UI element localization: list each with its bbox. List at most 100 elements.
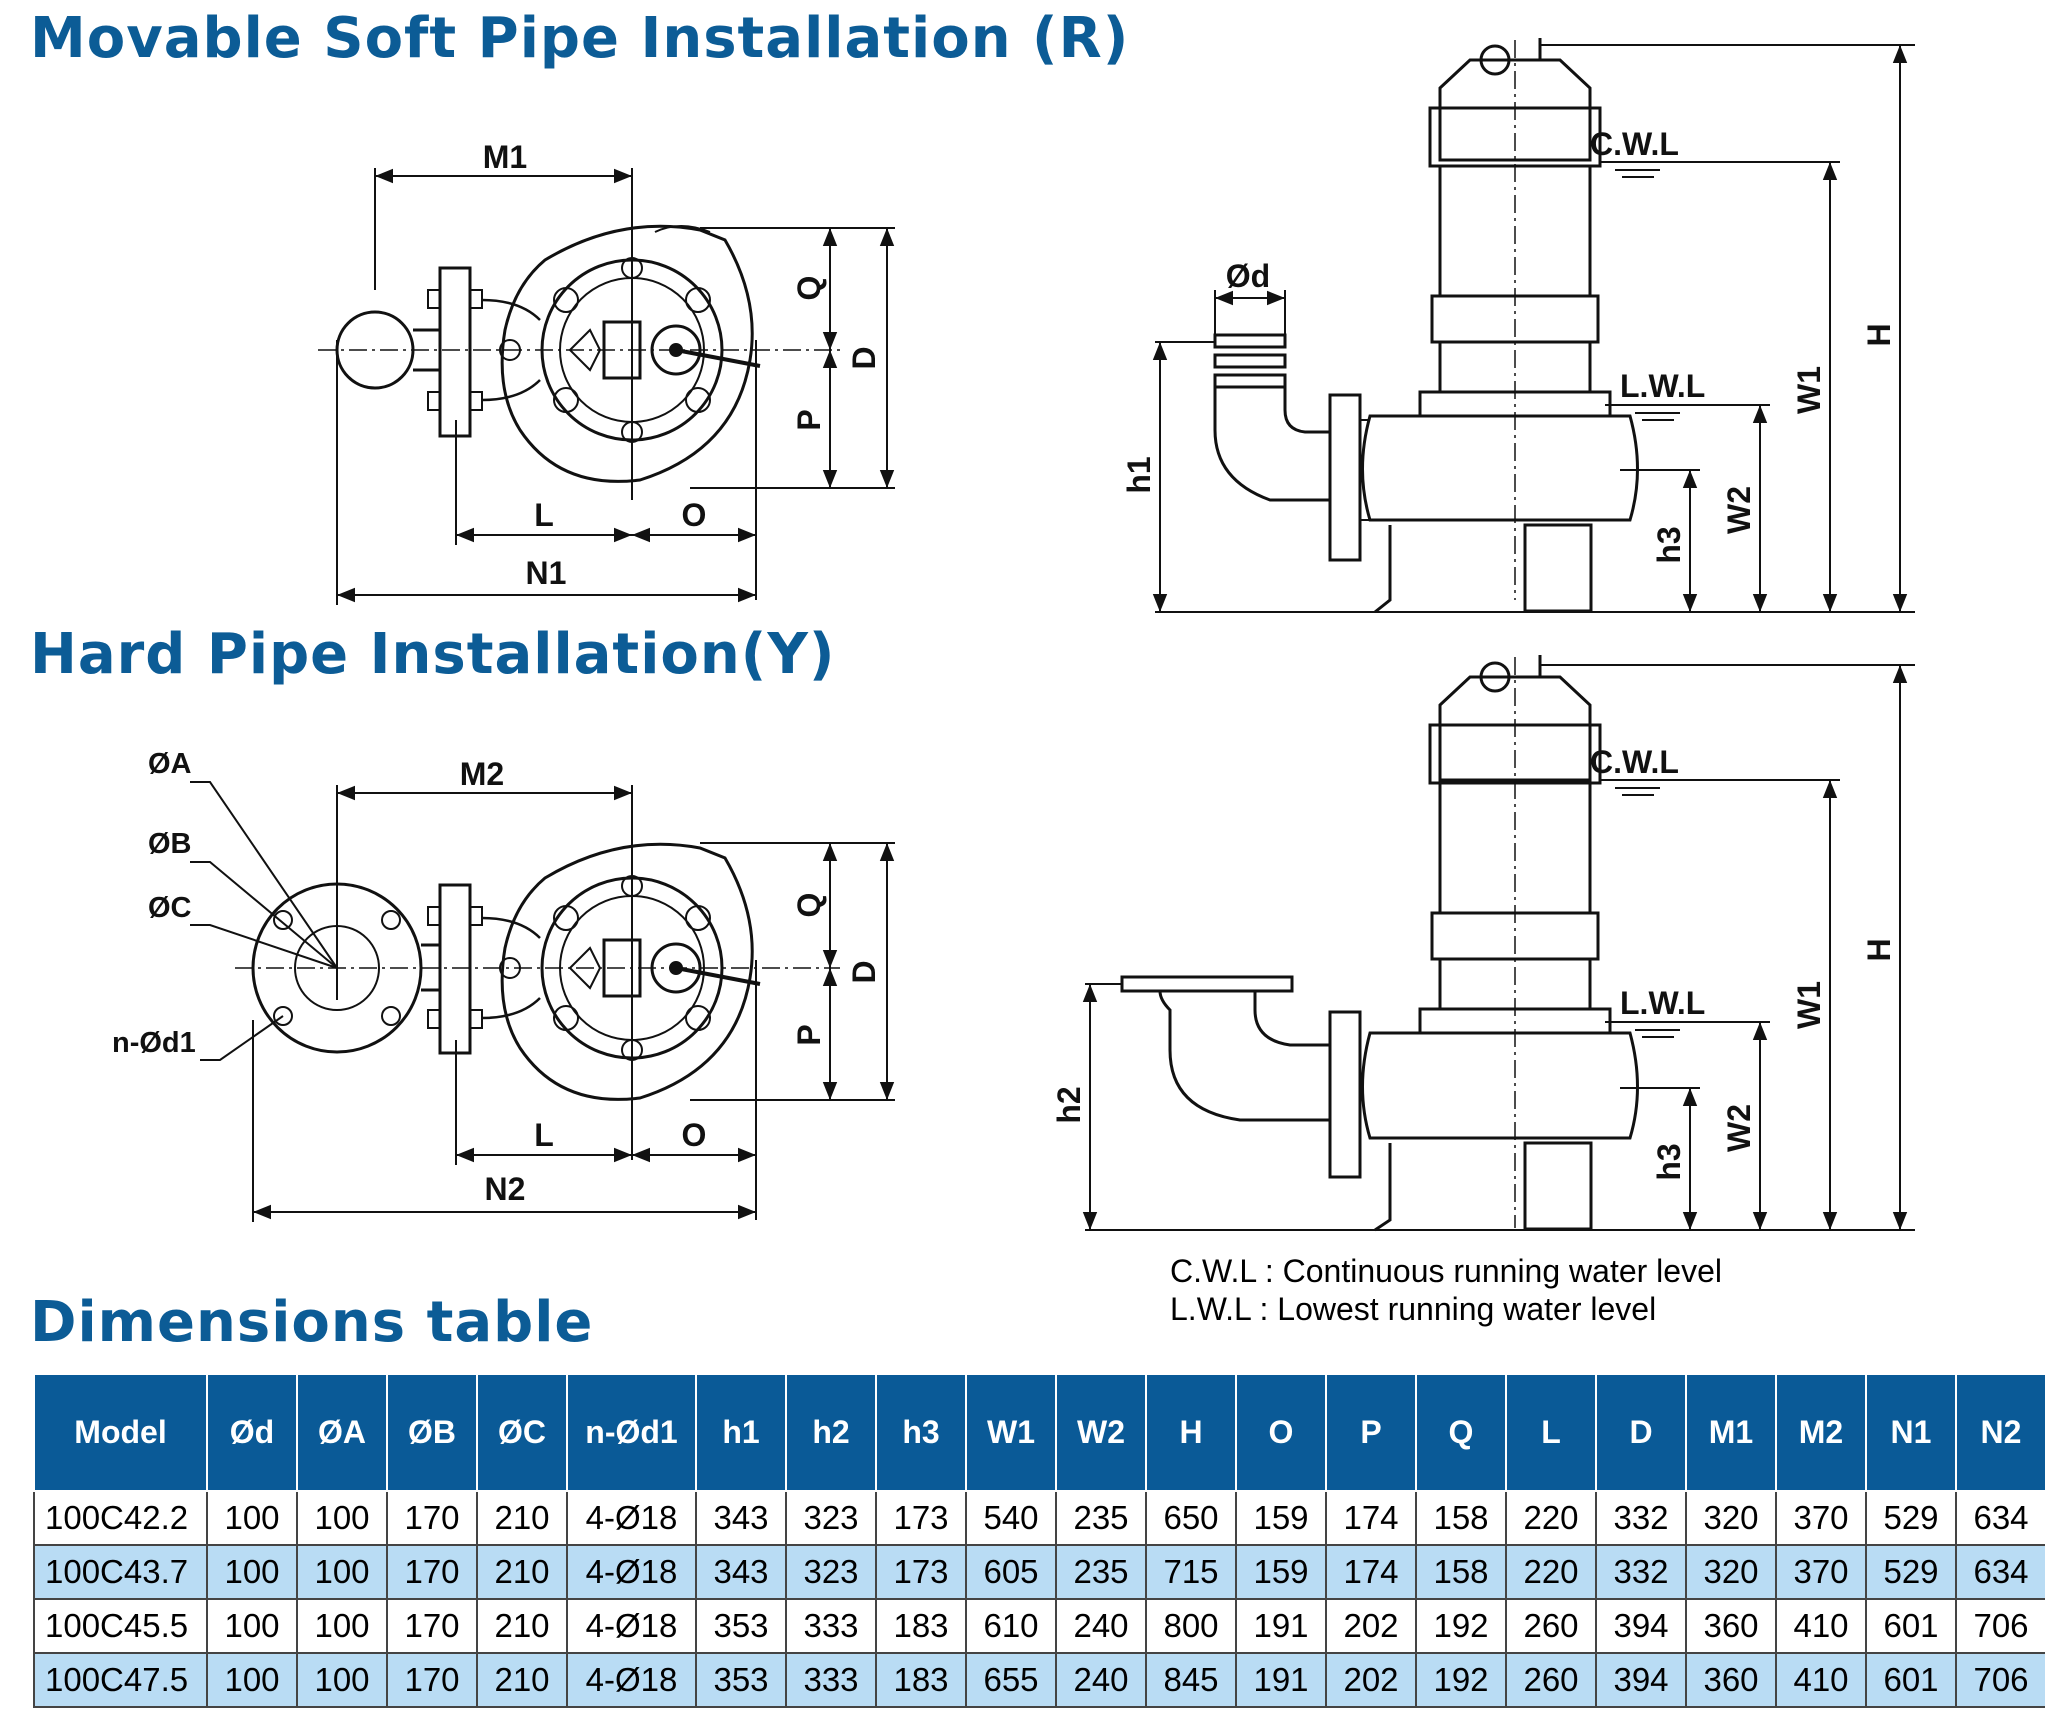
table-cell: 159 bbox=[1235, 1544, 1327, 1600]
table-cell: 183 bbox=[875, 1598, 967, 1654]
column-header: N2 bbox=[1955, 1373, 2045, 1492]
table-cell: 260 bbox=[1505, 1598, 1597, 1654]
installation-drawings: M1 Q P D L O N1 bbox=[112, 38, 1915, 1232]
table-cell: 601 bbox=[1865, 1598, 1957, 1654]
table-cell: 323 bbox=[785, 1490, 877, 1546]
table-cell: 410 bbox=[1775, 1598, 1867, 1654]
table-cell: 170 bbox=[386, 1490, 478, 1546]
table-cell: 634 bbox=[1955, 1490, 2045, 1546]
table-cell: 333 bbox=[785, 1652, 877, 1708]
table-cell: 332 bbox=[1595, 1544, 1687, 1600]
column-header: Model bbox=[33, 1373, 208, 1492]
column-header: h2 bbox=[785, 1373, 877, 1492]
table-cell: 655 bbox=[965, 1652, 1057, 1708]
label-l-bottom: L bbox=[534, 1117, 554, 1153]
column-header: M2 bbox=[1775, 1373, 1867, 1492]
table-cell: 173 bbox=[875, 1490, 967, 1546]
table-cell: 100 bbox=[206, 1544, 298, 1600]
table-cell: 202 bbox=[1325, 1598, 1417, 1654]
table-cell: 650 bbox=[1145, 1490, 1237, 1546]
table-cell: 360 bbox=[1685, 1652, 1777, 1708]
table-cell: 158 bbox=[1415, 1544, 1507, 1600]
table-cell: 529 bbox=[1865, 1490, 1957, 1546]
table-cell: 210 bbox=[476, 1544, 568, 1600]
column-header: N1 bbox=[1865, 1373, 1957, 1492]
table-cell: 4-Ø18 bbox=[566, 1544, 697, 1600]
table-cell: 610 bbox=[965, 1598, 1057, 1654]
table-cell: 4-Ø18 bbox=[566, 1652, 697, 1708]
column-header: h1 bbox=[695, 1373, 787, 1492]
table-cell: 706 bbox=[1955, 1652, 2045, 1708]
table-cell: 410 bbox=[1775, 1652, 1867, 1708]
table-cell: 634 bbox=[1955, 1544, 2045, 1600]
label-q-top: Q bbox=[791, 276, 827, 301]
table-cell: 343 bbox=[695, 1544, 787, 1600]
model-cell: 100C45.5 bbox=[33, 1598, 208, 1654]
table-cell: 605 bbox=[965, 1544, 1057, 1600]
label-h3-top: h3 bbox=[1651, 526, 1687, 563]
label-n1: N1 bbox=[526, 555, 567, 591]
label-m2: M2 bbox=[460, 756, 504, 792]
column-header: ØB bbox=[386, 1373, 478, 1492]
column-header: Ød bbox=[206, 1373, 298, 1492]
table-cell: 100 bbox=[296, 1490, 388, 1546]
label-h-top: H bbox=[1861, 323, 1897, 346]
table-cell: 170 bbox=[386, 1598, 478, 1654]
label-w1-bottom: W1 bbox=[1791, 981, 1827, 1029]
column-header: W1 bbox=[965, 1373, 1057, 1492]
table-cell: 260 bbox=[1505, 1652, 1597, 1708]
table-cell: 235 bbox=[1055, 1544, 1147, 1600]
table-cell: 800 bbox=[1145, 1598, 1237, 1654]
column-header: n-Ød1 bbox=[566, 1373, 697, 1492]
table-cell: 158 bbox=[1415, 1490, 1507, 1546]
label-d-bottom: D bbox=[846, 960, 882, 983]
column-header: P bbox=[1325, 1373, 1417, 1492]
table-cell: 353 bbox=[695, 1652, 787, 1708]
legend-cwl: C.W.L : Continuous running water level bbox=[1170, 1253, 1722, 1289]
column-header: ØA bbox=[296, 1373, 388, 1492]
table-cell: 353 bbox=[695, 1598, 787, 1654]
table-cell: 394 bbox=[1595, 1598, 1687, 1654]
label-cwl-top: C.W.L bbox=[1590, 126, 1679, 162]
column-header: Q bbox=[1415, 1373, 1507, 1492]
table-cell: 370 bbox=[1775, 1490, 1867, 1546]
table-cell: 100 bbox=[296, 1544, 388, 1600]
soft-pipe-plan-view bbox=[318, 168, 895, 605]
hard-pipe-elevation-view bbox=[1082, 655, 1915, 1232]
table-cell: 220 bbox=[1505, 1544, 1597, 1600]
table-cell: 540 bbox=[965, 1490, 1057, 1546]
label-phi-d: Ød bbox=[1226, 258, 1270, 294]
label-h2: h2 bbox=[1051, 1086, 1087, 1123]
table-cell: 170 bbox=[386, 1652, 478, 1708]
table-cell: 235 bbox=[1055, 1490, 1147, 1546]
table-cell: 715 bbox=[1145, 1544, 1237, 1600]
table-cell: 100 bbox=[206, 1490, 298, 1546]
label-w1-top: W1 bbox=[1791, 366, 1827, 414]
table-cell: 394 bbox=[1595, 1652, 1687, 1708]
table-cell: 210 bbox=[476, 1490, 568, 1546]
column-header: H bbox=[1145, 1373, 1237, 1492]
table-cell: 333 bbox=[785, 1598, 877, 1654]
label-p-bottom: P bbox=[791, 1024, 827, 1045]
model-cell: 100C47.5 bbox=[33, 1652, 208, 1708]
legend-lwl: L.W.L : Lowest running water level bbox=[1170, 1291, 1657, 1327]
label-w2-bottom: W2 bbox=[1721, 1104, 1757, 1152]
label-p-top: P bbox=[791, 409, 827, 430]
table-cell: 370 bbox=[1775, 1544, 1867, 1600]
table-cell: 100 bbox=[296, 1652, 388, 1708]
label-d-top: D bbox=[846, 346, 882, 369]
table-cell: 170 bbox=[386, 1544, 478, 1600]
model-cell: 100C42.2 bbox=[33, 1490, 208, 1546]
table-cell: 4-Ø18 bbox=[566, 1598, 697, 1654]
label-lwl-top: L.W.L bbox=[1620, 368, 1705, 404]
table-cell: 192 bbox=[1415, 1652, 1507, 1708]
hard-installation-title: Hard Pipe Installation(Y) bbox=[30, 622, 836, 687]
table-cell: 174 bbox=[1325, 1490, 1417, 1546]
table-cell: 192 bbox=[1415, 1598, 1507, 1654]
table-cell: 360 bbox=[1685, 1598, 1777, 1654]
table-cell: 202 bbox=[1325, 1652, 1417, 1708]
